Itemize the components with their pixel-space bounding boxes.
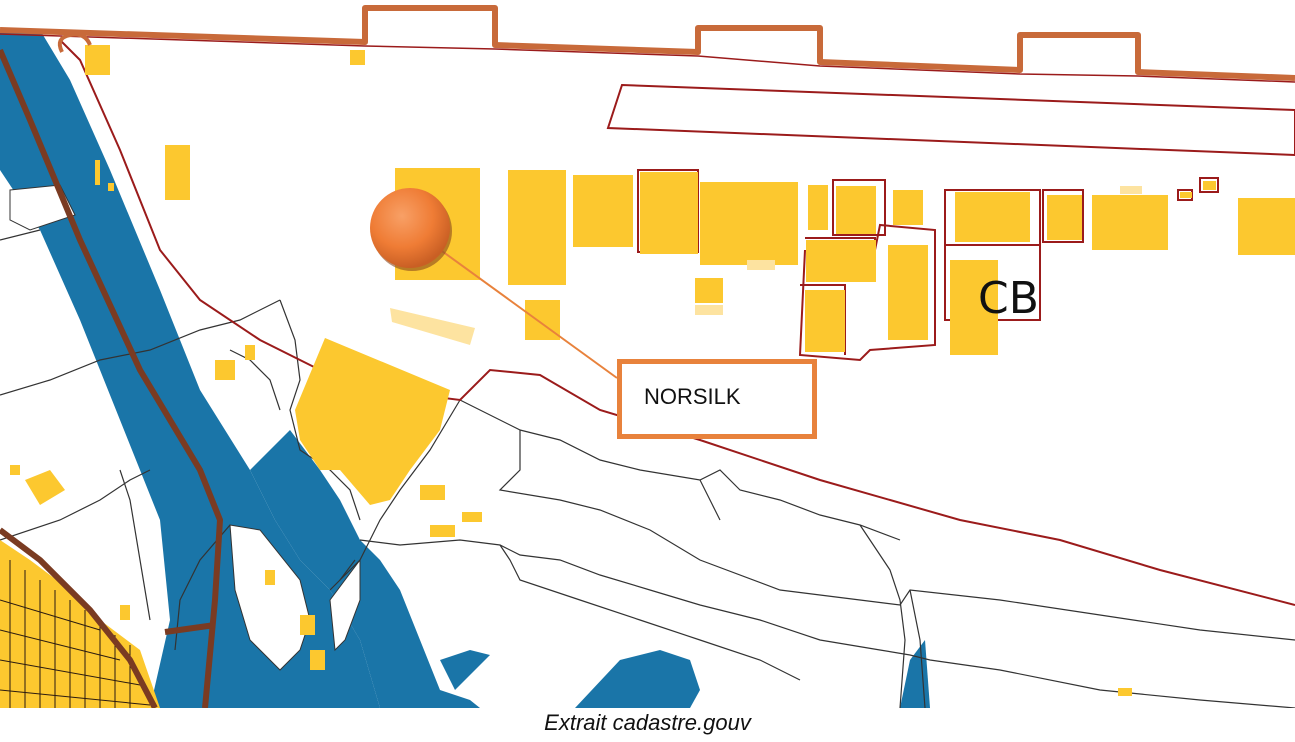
commune-boundary bbox=[0, 5, 1295, 81]
parcel-lines bbox=[0, 229, 1295, 708]
callout-leader-line bbox=[434, 245, 618, 379]
parcel-label-cb: CB bbox=[978, 273, 1039, 324]
buildings bbox=[10, 45, 1295, 696]
quay-right-bank bbox=[329, 558, 361, 652]
callout-box: NORSILK bbox=[617, 359, 817, 439]
commune-boundary-corner bbox=[57, 32, 92, 53]
buildings-light bbox=[390, 186, 1142, 345]
water-canal bbox=[0, 30, 380, 708]
water-inlet bbox=[440, 650, 490, 690]
water-inlet-3 bbox=[900, 640, 930, 708]
quay-lower bbox=[229, 524, 311, 671]
cadastre-map[interactable]: CB bbox=[0, 0, 1295, 708]
commune-boundary-inner bbox=[0, 33, 1295, 83]
district-boundary bbox=[0, 48, 223, 708]
site-boundaries bbox=[59, 39, 1295, 606]
water-inlet-2 bbox=[575, 650, 700, 708]
map-caption: Extrait cadastre.gouv bbox=[544, 710, 751, 735]
callout-label: NORSILK bbox=[644, 384, 741, 409]
circle-pin-icon[interactable] bbox=[370, 188, 452, 271]
water-basin bbox=[250, 430, 480, 708]
urban-block bbox=[0, 540, 160, 708]
